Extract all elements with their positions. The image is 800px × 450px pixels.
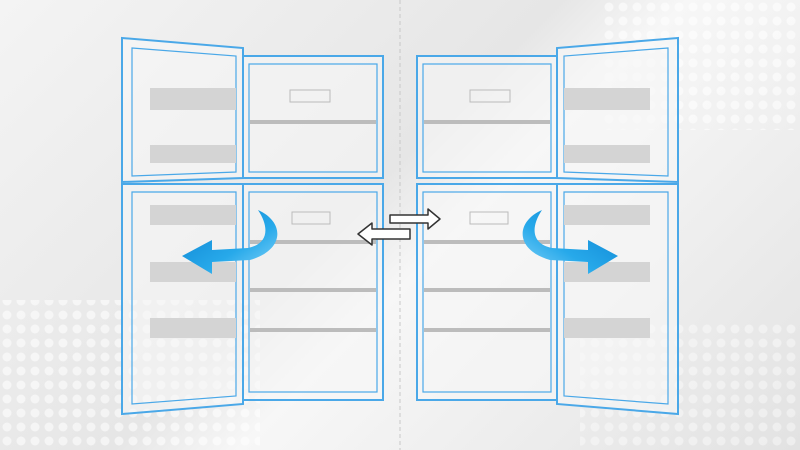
double-arrow-icon xyxy=(357,208,441,246)
freezer-compartment xyxy=(416,55,558,179)
freezer-compartment xyxy=(242,55,384,179)
right-shelves xyxy=(424,88,650,338)
curved-arrow-right-icon xyxy=(522,210,618,274)
left-shelves xyxy=(150,88,376,338)
fridge-door-open xyxy=(121,183,244,416)
left-fridge xyxy=(121,36,384,416)
curved-arrow-left-icon xyxy=(182,210,278,274)
fridge-door-open xyxy=(556,183,679,416)
